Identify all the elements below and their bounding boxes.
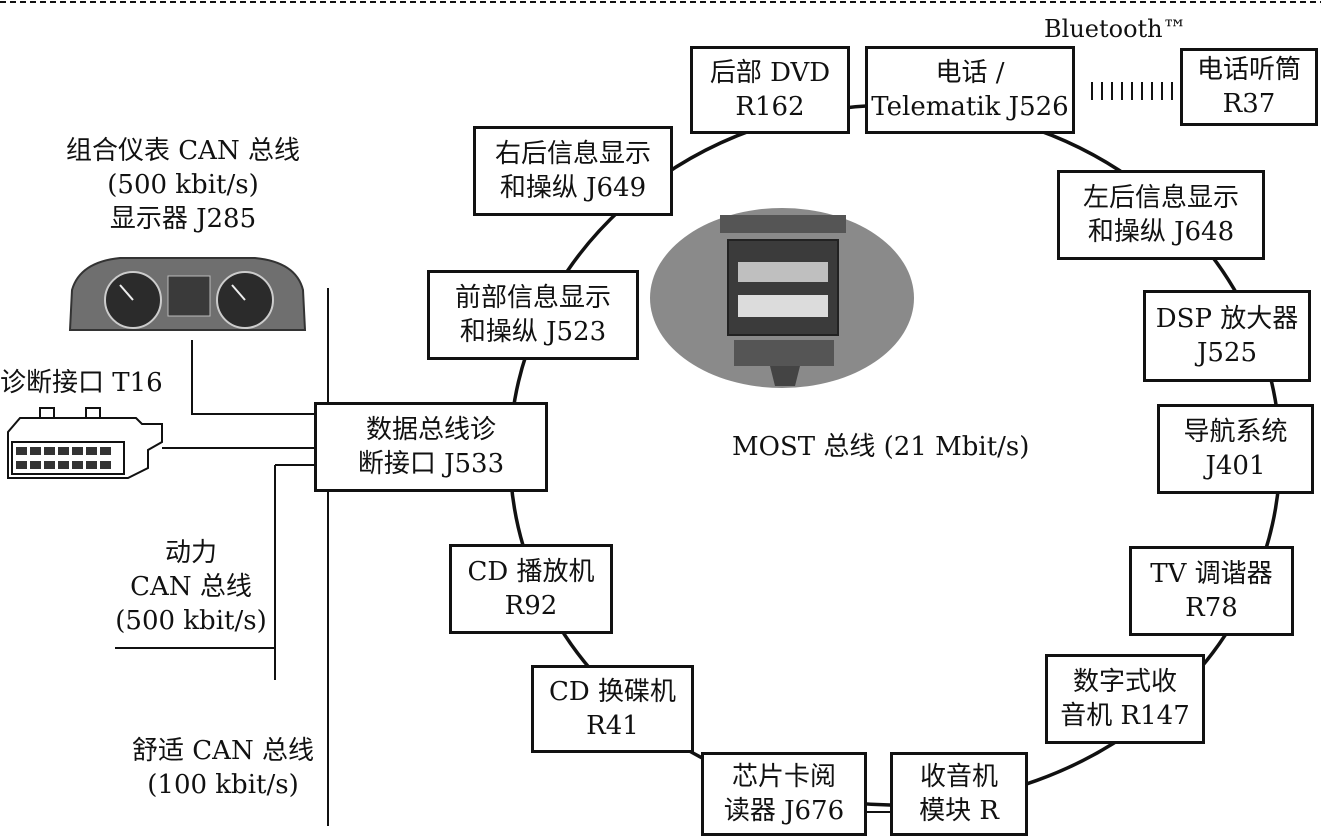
power-can-line2: CAN 总线 [108, 570, 274, 604]
node-tv-tuner: TV 调谐器 R78 [1129, 546, 1294, 636]
node-label-line1: 后部 DVD [710, 56, 830, 90]
power-can-line1: 动力 [108, 536, 274, 570]
node-label-line1: 数字式收 [1073, 665, 1177, 699]
node-right-rear-display: 右后信息显示 和操纵 J649 [473, 126, 673, 216]
node-label-line1: 右后信息显示 [495, 137, 651, 171]
node-label-line1: 导航系统 [1183, 415, 1287, 449]
comfort-can-line2: (100 kbit/s) [110, 768, 336, 802]
node-cd-changer: CD 换碟机 R41 [531, 665, 694, 753]
node-radio-module: 收音机 模块 R [890, 752, 1028, 836]
node-front-display: 前部信息显示 和操纵 J523 [427, 270, 639, 360]
node-cd-player: CD 播放机 R92 [449, 544, 613, 634]
node-label-line1: 电话听筒 [1197, 53, 1301, 87]
node-label-line1: 电话 / [935, 56, 1004, 90]
node-label-line2: R78 [1185, 591, 1238, 625]
power-can-line3: (500 kbit/s) [108, 604, 274, 638]
node-label-line2: R41 [586, 709, 639, 743]
cluster-can-label: 组合仪表 CAN 总线 (500 kbit/s) 显示器 J285 [38, 134, 328, 236]
node-label-line2: R92 [505, 589, 558, 623]
node-left-rear-display: 左后信息显示 和操纵 J648 [1057, 170, 1265, 260]
comfort-can-label: 舒适 CAN 总线 (100 kbit/s) [110, 734, 336, 802]
node-handset: 电话听筒 R37 [1180, 48, 1318, 126]
instrument-cluster-photo [70, 258, 305, 330]
node-label-line2: 模块 R [919, 794, 999, 828]
node-label-line2: R37 [1223, 87, 1276, 121]
node-label-line1: 左后信息显示 [1083, 181, 1239, 215]
comfort-can-line1: 舒适 CAN 总线 [110, 734, 336, 768]
obd-t16-connector [8, 408, 162, 478]
node-label-line1: CD 换碟机 [549, 675, 676, 709]
node-card-reader: 芯片卡阅 读器 J676 [701, 752, 867, 836]
cluster-can-line3: 显示器 J285 [38, 202, 328, 236]
node-label-line2: R162 [735, 90, 804, 124]
node-label-line1: 前部信息显示 [455, 281, 611, 315]
node-label-line2: 音机 R147 [1060, 699, 1189, 733]
node-label-line2: J525 [1197, 336, 1257, 370]
center-console-photo [650, 208, 914, 388]
node-navigation: 导航系统 J401 [1157, 404, 1314, 494]
node-label-line1: 芯片卡阅 [732, 760, 836, 794]
node-label-line1: 收音机 [920, 760, 998, 794]
node-rear-dvd: 后部 DVD R162 [690, 46, 850, 134]
node-label-line2: J401 [1205, 449, 1265, 483]
node-digital-radio: 数字式收 音机 R147 [1045, 654, 1205, 744]
node-gateway-j533: 数据总线诊 断接口 J533 [314, 402, 548, 492]
power-can-label: 动力 CAN 总线 (500 kbit/s) [108, 536, 274, 638]
node-label-line2: Telematik J526 [871, 90, 1068, 124]
node-label-line2: 和操纵 J649 [500, 171, 646, 205]
bluetooth-link [1092, 82, 1172, 100]
node-label-line1: TV 调谐器 [1150, 557, 1272, 591]
node-dsp-amplifier: DSP 放大器 J525 [1143, 290, 1311, 382]
bluetooth-label: Bluetooth™ [1044, 12, 1187, 46]
node-label-line1: DSP 放大器 [1156, 302, 1298, 336]
diag-port-label: 诊断接口 T16 [0, 366, 163, 400]
cluster-can-line2: (500 kbit/s) [38, 168, 328, 202]
node-phone-telematik: 电话 / Telematik J526 [865, 46, 1075, 134]
node-label-line2: 断接口 J533 [358, 447, 504, 481]
cluster-can-line1: 组合仪表 CAN 总线 [38, 134, 328, 168]
node-label-line2: 读器 J676 [724, 794, 844, 828]
most-bus-label: MOST 总线 (21 Mbit/s) [732, 430, 1029, 464]
node-label-line2: 和操纵 J523 [460, 315, 606, 349]
node-label-line1: 数据总线诊 [366, 413, 496, 447]
node-label-line2: 和操纵 J648 [1088, 215, 1234, 249]
node-label-line1: CD 播放机 [467, 555, 594, 589]
